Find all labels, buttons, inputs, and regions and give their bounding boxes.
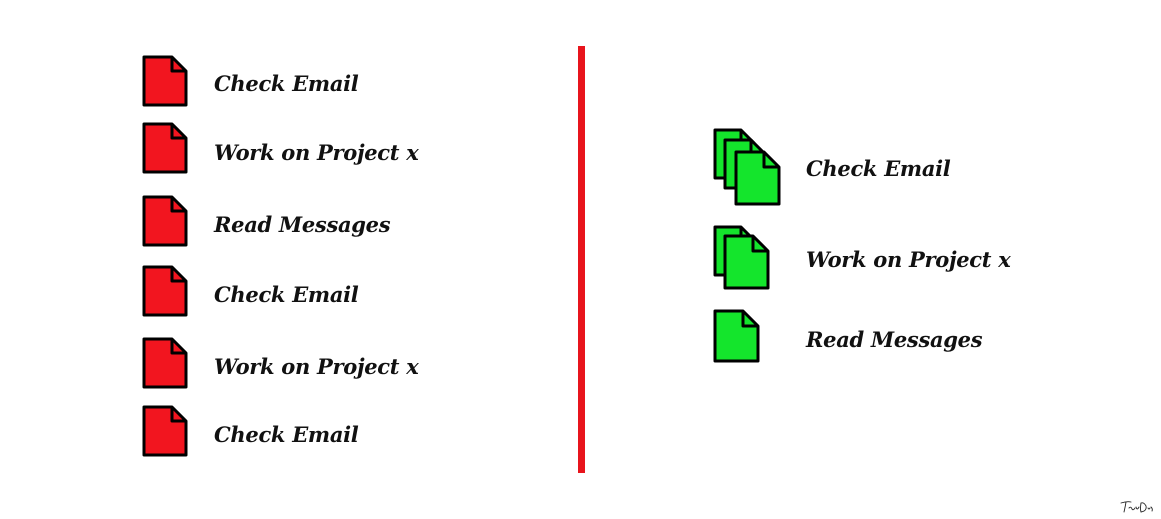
document-stack-icon xyxy=(713,128,781,206)
document-icon xyxy=(142,195,188,247)
before-task-label: Check Email xyxy=(214,282,359,307)
after-task-label: Check Email xyxy=(806,156,951,181)
signature-logo xyxy=(1120,501,1153,513)
after-task-label: Read Messages xyxy=(806,327,983,352)
before-task-label: Work on Project x xyxy=(214,140,419,165)
before-task-label: Check Email xyxy=(214,71,359,96)
vertical-divider xyxy=(578,46,585,473)
after-task-label: Work on Project x xyxy=(806,247,1011,272)
document-icon xyxy=(142,337,188,389)
document-stack-icon xyxy=(713,225,770,290)
before-task-label: Work on Project x xyxy=(214,354,419,379)
document-icon xyxy=(142,405,188,457)
document-icon xyxy=(713,309,760,363)
before-task-label: Read Messages xyxy=(214,212,391,237)
document-icon xyxy=(142,55,188,107)
document-icon xyxy=(142,122,188,174)
document-icon xyxy=(142,265,188,317)
before-task-label: Check Email xyxy=(214,422,359,447)
